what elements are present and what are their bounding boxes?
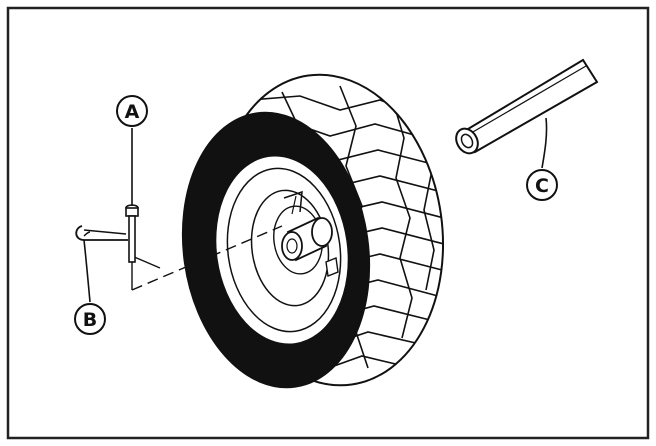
hairpin-clip xyxy=(75,225,128,241)
callout-a-circle xyxy=(116,95,148,127)
callout-c-leader xyxy=(541,117,548,169)
callout-b-circle xyxy=(74,303,106,335)
wheel-hub xyxy=(281,190,339,277)
callout-b-label: B xyxy=(83,309,97,331)
callout-b-leader xyxy=(83,239,91,303)
callout-c-circle xyxy=(526,169,558,201)
callout-a-label: A xyxy=(125,101,140,123)
axle xyxy=(455,58,599,155)
callout-a: A xyxy=(116,95,148,206)
callout-c: C xyxy=(526,117,558,201)
alignment-dashed-line xyxy=(131,225,283,291)
callout-b: B xyxy=(74,239,106,335)
figure-frame xyxy=(6,6,650,440)
alignment-horizontal-line xyxy=(131,255,161,269)
callout-c-label: C xyxy=(535,175,549,197)
clevis-pin xyxy=(125,204,139,263)
